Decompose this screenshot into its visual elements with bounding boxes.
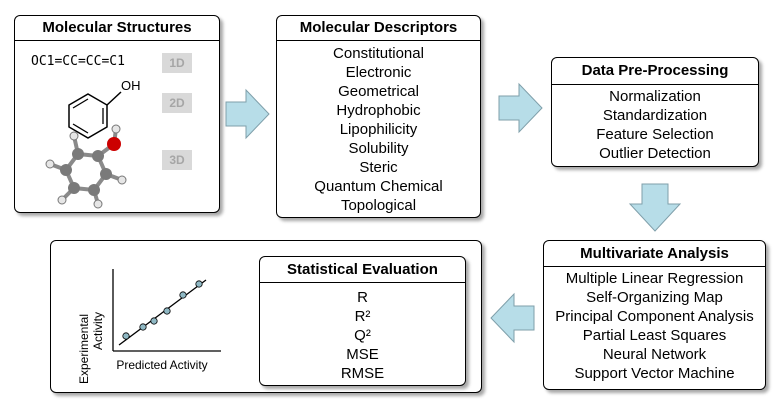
data-preprocessing-box: Data Pre-Processing Normalization Standa…: [551, 57, 759, 167]
preprocessing-item: Normalization: [609, 88, 701, 105]
metric-item: Q²: [354, 327, 371, 344]
tag-1d: 1D: [162, 53, 192, 73]
descriptor-item: Constitutional: [333, 45, 424, 62]
analysis-item: Support Vector Machine: [574, 365, 735, 382]
arrow-left: [490, 292, 535, 344]
plot-ylabel-line1: Experimental: [77, 314, 91, 384]
plot-point: [195, 280, 203, 288]
preprocessing-item: Standardization: [602, 107, 708, 124]
analysis-item: Neural Network: [602, 346, 707, 363]
plot-xlabel: Predicted Activity: [116, 358, 207, 372]
descriptor-item: Hydrophobic: [336, 102, 421, 119]
preprocessing-item: Feature Selection: [596, 126, 714, 143]
plot-point: [122, 332, 130, 340]
statistical-evaluation-title: Statistical Evaluation: [260, 257, 465, 283]
activity-scatter-plot: Experimental Activity Predicted Activity: [77, 269, 221, 384]
molecular-descriptors-title: Molecular Descriptors: [277, 16, 480, 41]
plot-fit-line: [118, 279, 207, 346]
oh-label: OH: [121, 78, 141, 93]
descriptor-item: Electronic: [345, 64, 412, 81]
molecular-structures-box: Molecular Structures OC1=CC=CC=C1 1D 2D …: [14, 15, 220, 213]
evaluation-container: Experimental Activity Predicted Activity…: [50, 240, 482, 393]
arrow-right-1: [225, 88, 270, 140]
data-preprocessing-title: Data Pre-Processing: [552, 58, 758, 85]
metric-item: MSE: [346, 346, 379, 363]
analysis-item: Self-Organizing Map: [586, 289, 723, 306]
multivariate-analysis-title: Multivariate Analysis: [544, 241, 765, 267]
smiles-string: OC1=CC=CC=C1: [31, 54, 125, 69]
molecular-descriptors-box: Molecular Descriptors Constitutional Ele…: [276, 15, 481, 218]
statistical-evaluation-box: Statistical Evaluation R R² Q² MSE RMSE: [259, 256, 466, 386]
plot-ylabel-line2: Activity: [91, 312, 105, 350]
tag-3d: 3D: [162, 150, 192, 170]
descriptor-item: Quantum Chemical: [314, 178, 443, 195]
molecular-structures-title: Molecular Structures: [15, 16, 219, 41]
plot-point: [179, 291, 187, 299]
descriptor-item: Solubility: [348, 140, 409, 157]
descriptor-item: Lipophilicity: [339, 121, 418, 138]
arrow-right-2: [498, 82, 543, 134]
phenol-3d-model: [45, 124, 127, 209]
preprocessing-item: Outlier Detection: [599, 145, 711, 162]
phenol-2d-structure: OH: [68, 78, 141, 139]
plot-point: [150, 317, 158, 325]
descriptor-item: Topological: [340, 197, 417, 214]
multivariate-analysis-box: Multivariate Analysis Multiple Linear Re…: [543, 240, 766, 390]
descriptor-item: Steric: [359, 159, 398, 176]
metric-item: R: [357, 289, 368, 306]
analysis-item: Partial Least Squares: [582, 327, 727, 344]
plot-point: [163, 307, 171, 315]
analysis-item: Multiple Linear Regression: [565, 270, 744, 287]
metric-item: R²: [354, 308, 371, 325]
analysis-item: Principal Component Analysis: [555, 308, 754, 325]
metric-item: RMSE: [340, 365, 385, 382]
plot-point: [139, 323, 147, 331]
tag-2d: 2D: [162, 93, 192, 113]
arrow-down: [628, 183, 682, 232]
descriptor-item: Geometrical: [338, 83, 419, 100]
